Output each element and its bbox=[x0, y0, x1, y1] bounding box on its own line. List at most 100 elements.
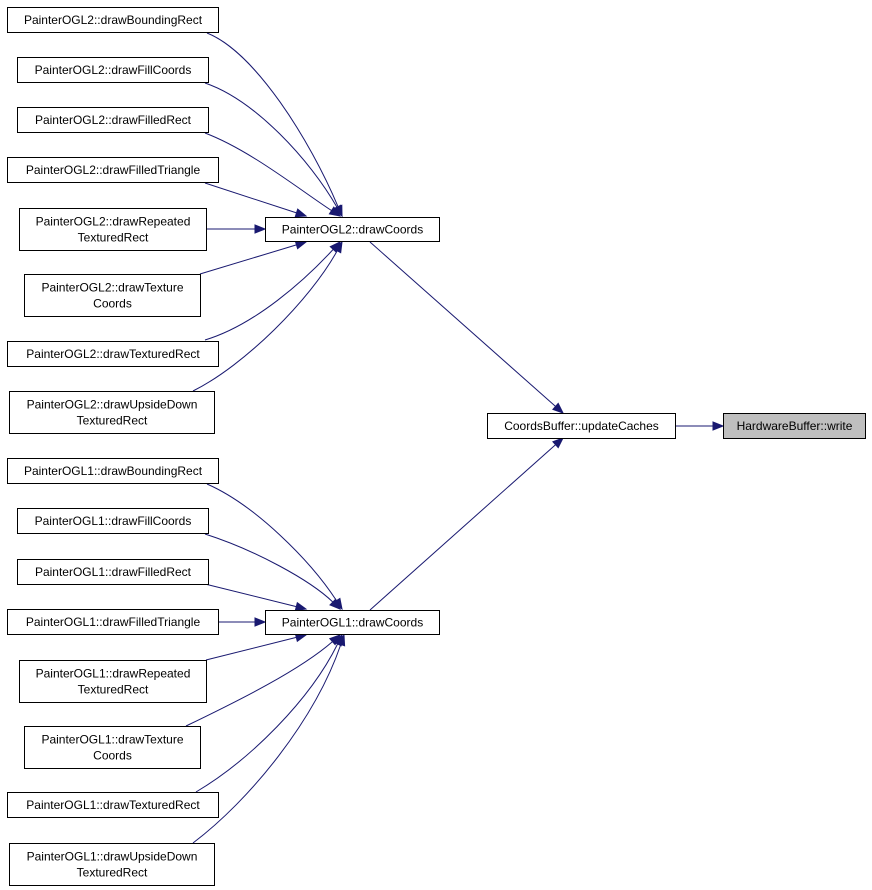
node-box bbox=[17, 107, 209, 133]
edge-line bbox=[199, 244, 297, 275]
edge-ogl2-texrect-to-ogl2-drawcoords bbox=[204, 241, 341, 341]
edge-ogl2-bounding-to-ogl2-drawcoords bbox=[206, 32, 343, 218]
edge-ogl1-upside-to-ogl1-drawcoords bbox=[192, 633, 346, 844]
arrowhead bbox=[254, 617, 267, 627]
node-label: HardwareBuffer::write bbox=[737, 419, 853, 433]
node-ogl1-drawcoords[interactable]: PainterOGL1::drawCoords bbox=[265, 610, 440, 635]
node-label: PainterOGL2::drawCoords bbox=[282, 223, 423, 237]
node-label: PainterOGL2::drawRepeated bbox=[36, 215, 191, 229]
node-label: CoordsBuffer::updateCaches bbox=[504, 419, 659, 433]
edge-ogl1-drawcoords-to-coords-update bbox=[369, 437, 565, 611]
edge-ogl1-repeated-to-ogl1-drawcoords bbox=[205, 632, 308, 661]
node-label: PainterOGL1::drawUpsideDown bbox=[27, 850, 198, 864]
edge-ogl1-fillcoords-to-ogl1-drawcoords bbox=[204, 533, 341, 610]
node-box bbox=[9, 843, 215, 886]
node-label: PainterOGL1::drawRepeated bbox=[36, 667, 191, 681]
node-box bbox=[7, 341, 219, 367]
node-coords-update[interactable]: CoordsBuffer::updateCaches bbox=[487, 413, 676, 439]
edge-line bbox=[369, 444, 556, 611]
nodes-layer: PainterOGL2::drawBoundingRectPainterOGL2… bbox=[7, 7, 866, 886]
node-label: PainterOGL2::drawTexture bbox=[41, 281, 183, 295]
node-box bbox=[7, 609, 219, 635]
node-ogl1-fillcoords[interactable]: PainterOGL1::drawFillCoords bbox=[17, 508, 209, 534]
edge-line bbox=[205, 636, 297, 661]
node-ogl1-texrect[interactable]: PainterOGL1::drawTexturedRect bbox=[7, 792, 219, 818]
edge-ogl1-filledrect-to-ogl1-drawcoords bbox=[204, 583, 308, 612]
arrowhead bbox=[328, 206, 342, 217]
node-ogl2-filledrect[interactable]: PainterOGL2::drawFilledRect bbox=[17, 107, 209, 133]
node-label: PainterOGL1::drawFilledTriangle bbox=[26, 615, 201, 629]
node-box bbox=[7, 7, 219, 33]
arrowhead bbox=[336, 633, 346, 647]
edge-ogl2-upside-to-ogl2-drawcoords bbox=[192, 240, 343, 392]
node-label: PainterOGL1::drawBoundingRect bbox=[24, 464, 203, 478]
edge-line bbox=[369, 241, 556, 407]
node-box bbox=[24, 726, 201, 769]
edge-ogl2-texcoords-to-ogl2-drawcoords bbox=[199, 240, 308, 275]
node-label: PainterOGL2::drawFillCoords bbox=[35, 63, 192, 77]
node-label: Coords bbox=[93, 749, 132, 763]
arrowhead bbox=[552, 437, 565, 449]
arrowhead bbox=[294, 240, 308, 250]
edge-ogl2-drawcoords-to-coords-update bbox=[369, 241, 565, 414]
node-box bbox=[265, 610, 440, 635]
arrowhead bbox=[294, 601, 308, 612]
node-ogl2-texrect[interactable]: PainterOGL2::drawTexturedRect bbox=[7, 341, 219, 367]
node-box bbox=[19, 660, 207, 703]
node-ogl2-bounding[interactable]: PainterOGL2::drawBoundingRect bbox=[7, 7, 219, 33]
node-box bbox=[9, 391, 215, 434]
node-label: Coords bbox=[93, 297, 132, 311]
edge-line bbox=[204, 82, 338, 208]
node-hw-write[interactable]: HardwareBuffer::write bbox=[723, 413, 866, 439]
node-label: PainterOGL1::drawFillCoords bbox=[35, 514, 192, 528]
edge-line bbox=[204, 182, 297, 214]
node-ogl1-bounding[interactable]: PainterOGL1::drawBoundingRect bbox=[7, 458, 219, 484]
node-label: PainterOGL1::drawFilledRect bbox=[35, 565, 192, 579]
edge-line bbox=[204, 533, 334, 603]
edge-line bbox=[206, 483, 337, 601]
node-box bbox=[7, 458, 219, 484]
node-box bbox=[17, 559, 209, 585]
node-label: PainterOGL2::drawBoundingRect bbox=[24, 13, 203, 27]
node-ogl2-drawcoords[interactable]: PainterOGL2::drawCoords bbox=[265, 217, 440, 242]
node-label: TexturedRect bbox=[77, 414, 148, 428]
edge-ogl2-filledtri-to-ogl2-drawcoords bbox=[204, 182, 308, 218]
edges-layer bbox=[185, 32, 725, 844]
node-label: PainterOGL1::drawTexturedRect bbox=[26, 798, 200, 812]
node-box bbox=[723, 413, 866, 439]
edge-line bbox=[192, 644, 342, 844]
node-label: TexturedRect bbox=[77, 866, 148, 880]
arrowhead bbox=[254, 224, 267, 234]
node-box bbox=[17, 508, 209, 534]
node-ogl1-filledrect[interactable]: PainterOGL1::drawFilledRect bbox=[17, 559, 209, 585]
edge-line bbox=[204, 249, 334, 341]
edge-ogl2-filledrect-to-ogl2-drawcoords bbox=[204, 132, 342, 217]
edge-ogl1-filledtri-to-ogl1-drawcoords bbox=[218, 617, 267, 627]
arrowhead bbox=[712, 421, 725, 431]
node-label: PainterOGL2::drawUpsideDown bbox=[27, 398, 198, 412]
node-label: PainterOGL2::drawFilledTriangle bbox=[26, 163, 201, 177]
arrowhead bbox=[294, 208, 308, 218]
edge-line bbox=[204, 583, 297, 608]
node-ogl1-filledtri[interactable]: PainterOGL1::drawFilledTriangle bbox=[7, 609, 219, 635]
node-box bbox=[19, 208, 207, 251]
node-ogl2-filledtri[interactable]: PainterOGL2::drawFilledTriangle bbox=[7, 157, 219, 183]
node-box bbox=[7, 792, 219, 818]
node-label: PainterOGL1::drawCoords bbox=[282, 616, 423, 630]
edge-ogl2-repeated-to-ogl2-drawcoords bbox=[206, 224, 267, 234]
node-box bbox=[265, 217, 440, 242]
edge-line bbox=[185, 641, 333, 727]
arrowhead bbox=[332, 240, 343, 254]
edge-line bbox=[204, 132, 332, 212]
node-label: PainterOGL2::drawFilledRect bbox=[35, 113, 192, 127]
edge-coords-update-to-hw-write bbox=[675, 421, 725, 431]
node-ogl2-fillcoords[interactable]: PainterOGL2::drawFillCoords bbox=[17, 57, 209, 83]
edge-ogl2-fillcoords-to-ogl2-drawcoords bbox=[204, 82, 343, 218]
